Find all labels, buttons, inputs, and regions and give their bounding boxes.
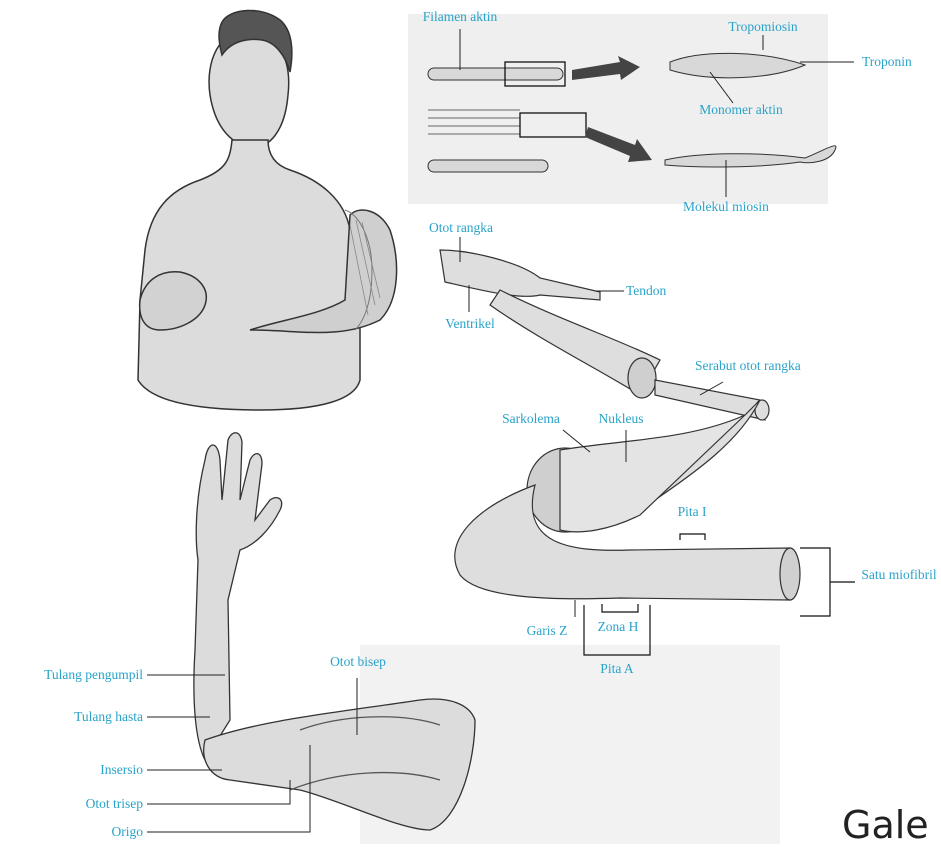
- arm-illustration: [194, 433, 475, 830]
- label-serabut-otot-rangka: Serabut otot rangka: [695, 359, 801, 373]
- label-otot-bisep: Otot bisep: [330, 655, 386, 669]
- label-tendon: Tendon: [626, 284, 666, 298]
- label-pita-i: Pita I: [678, 505, 707, 519]
- label-garis-z: Garis Z: [527, 624, 568, 638]
- label-monomer-aktin: Monomer aktin: [699, 103, 783, 117]
- label-filamen-aktin: Filamen aktin: [423, 10, 498, 24]
- label-troponin: Troponin: [862, 55, 912, 69]
- label-zona-h: Zona H: [598, 620, 639, 634]
- label-satu-miofibril: Satu miofibril: [860, 568, 938, 582]
- label-origo: Origo: [112, 825, 144, 839]
- label-otot-rangka: Otot rangka: [429, 221, 493, 235]
- label-sarkolema: Sarkolema: [502, 412, 560, 426]
- man-torso-illustration: [138, 10, 397, 410]
- label-otot-trisep: Otot trisep: [86, 797, 143, 811]
- label-molekul-miosin: Molekul miosin: [683, 200, 769, 214]
- label-ventrikel: Ventrikel: [445, 317, 495, 331]
- label-tulang-pengumpil: Tulang pengumpil: [44, 668, 143, 682]
- label-nukleus: Nukleus: [599, 412, 644, 426]
- label-tulang-hasta: Tulang hasta: [74, 710, 143, 724]
- label-insersio: Insersio: [100, 763, 143, 777]
- label-pita-a: Pita A: [600, 662, 633, 676]
- figure-caption: Gale: [842, 806, 929, 844]
- skeletal-muscle-drawing: [440, 250, 855, 655]
- label-tropomiosin: Tropomiosin: [728, 20, 797, 34]
